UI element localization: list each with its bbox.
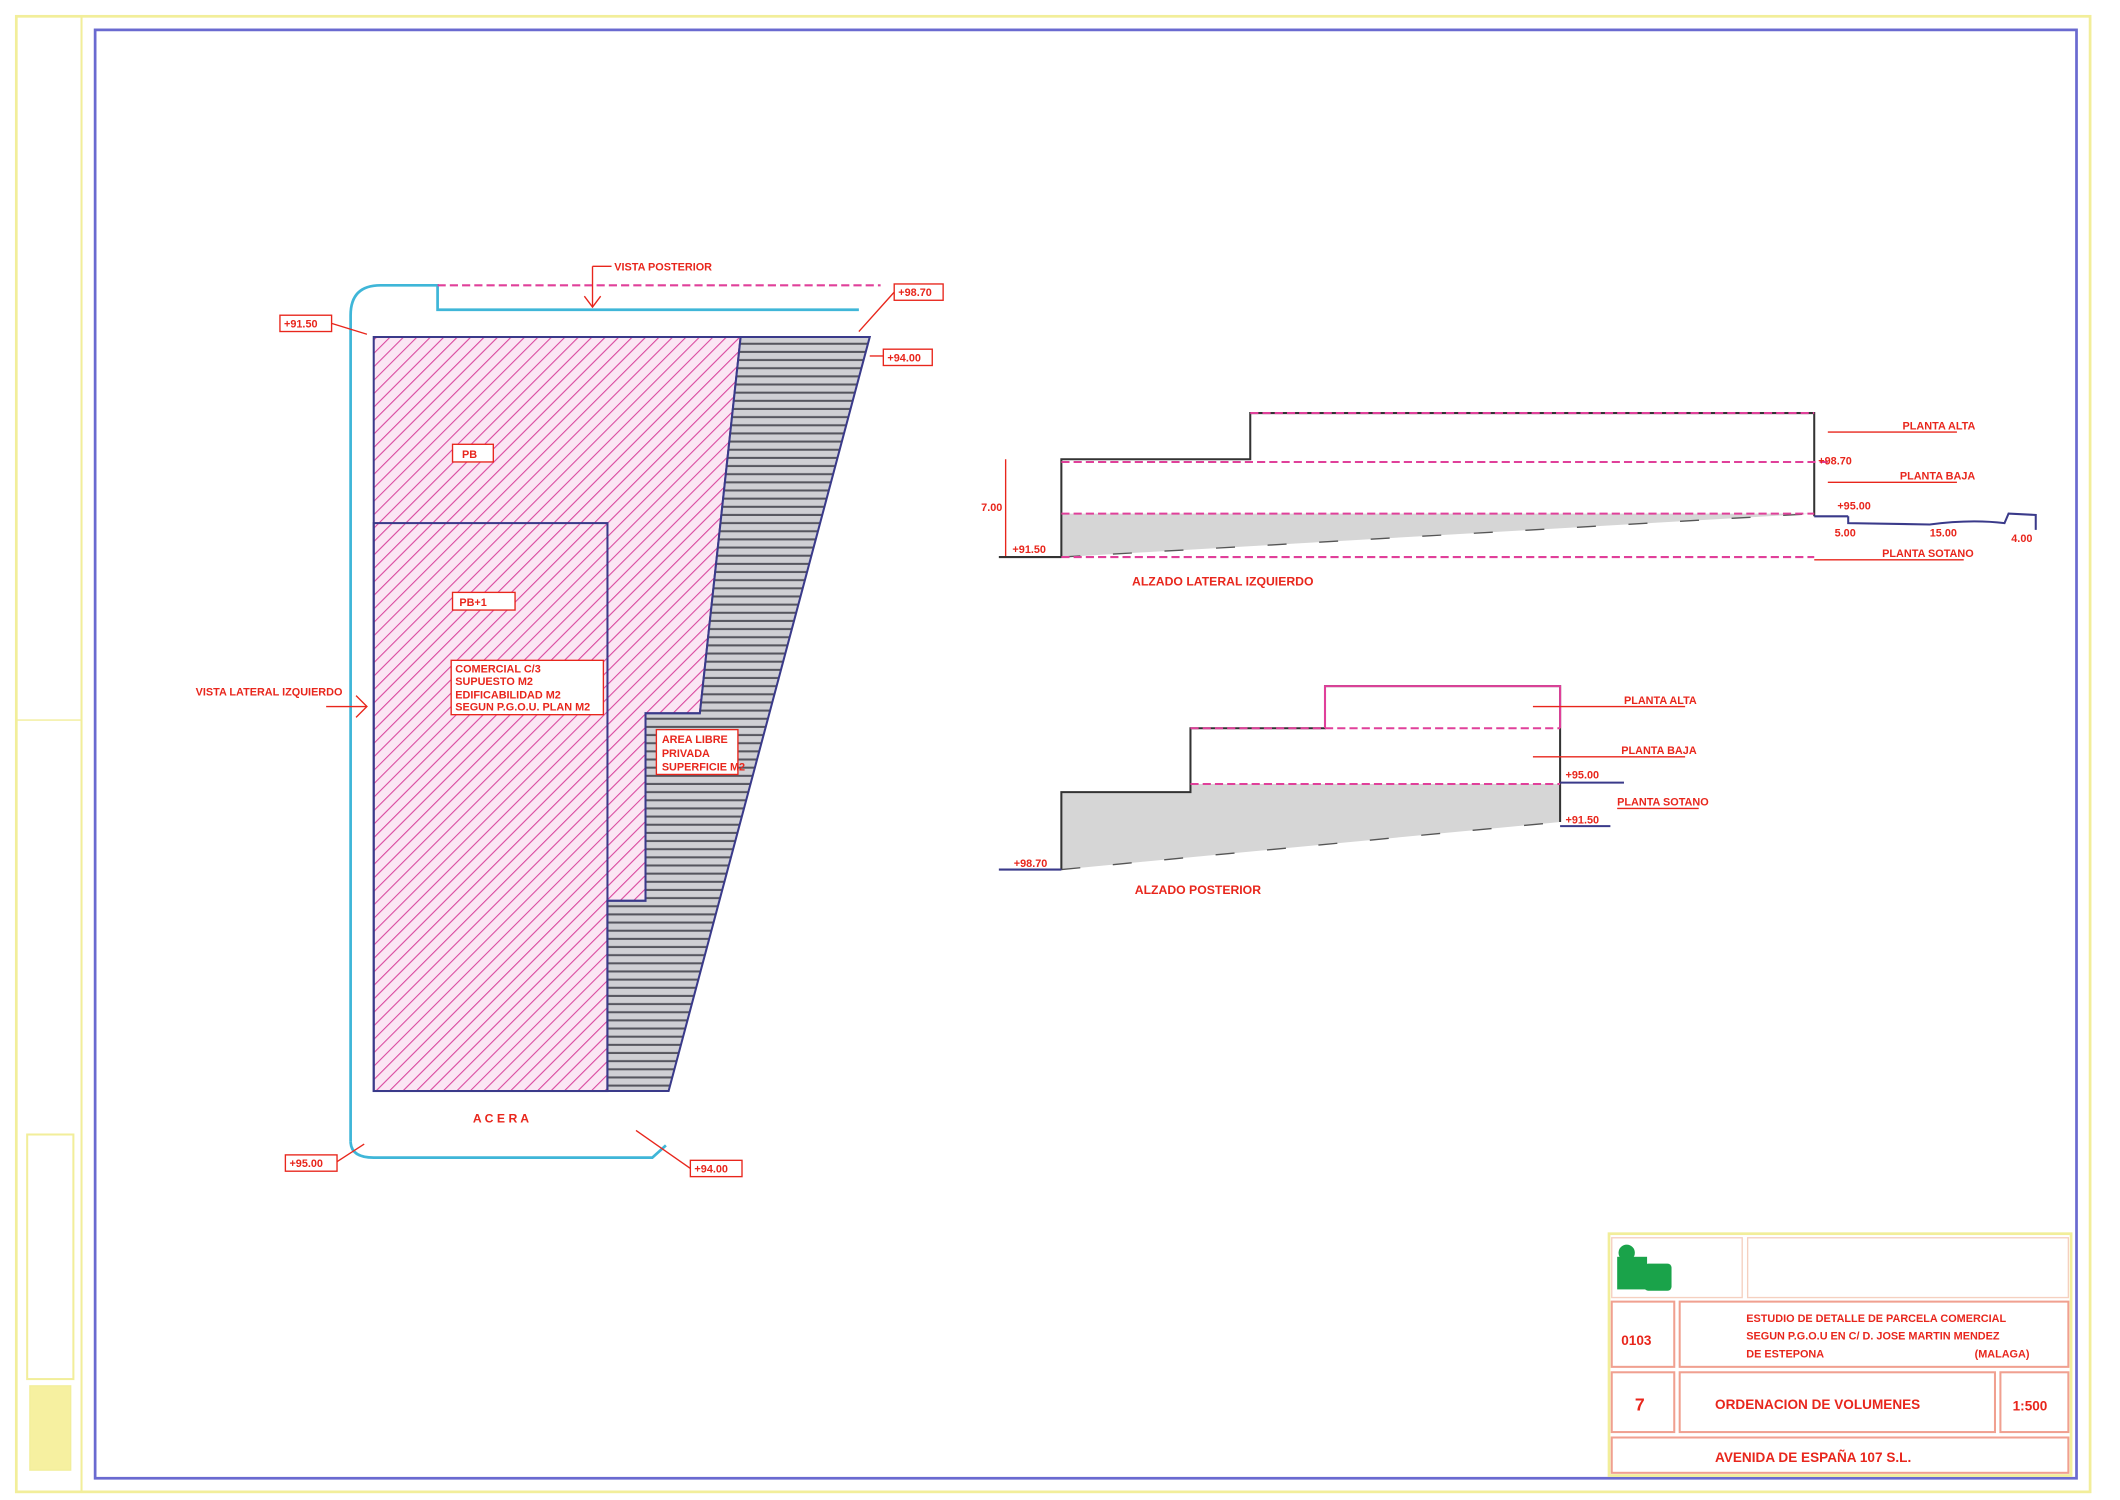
title-block: 0103 ESTUDIO DE DETALLE DE PARCELA COMER… — [1607, 1232, 2073, 1477]
planta-alta-label: PLANTA ALTA — [1624, 695, 1697, 707]
comercial-label: EDIFICABILIDAD M2 — [455, 689, 561, 701]
dimension-label: 4.00 — [2011, 533, 2032, 545]
area-libre-label: SUPERFICIE M2 — [662, 761, 745, 773]
sheet-title: ORDENACION DE VOLUMENES — [1715, 1397, 1920, 1412]
elevation-caption: ALZADO LATERAL IZQUIERDO — [1132, 575, 1313, 589]
scale-label: 1:500 — [2013, 1398, 2048, 1413]
project-title-line: ESTUDIO DE DETALLE DE PARCELA COMERCIAL — [1746, 1313, 2006, 1325]
project-title-line: DE ESTEPONA — [1746, 1348, 1824, 1360]
planta-baja-label: PLANTA BAJA — [1621, 745, 1697, 757]
parcel-boundary — [349, 283, 859, 1142]
comercial-label: SUPUESTO M2 — [455, 676, 533, 688]
planta-alta-label: PLANTA ALTA — [1903, 420, 1976, 432]
zone-pb1-label: PB+1 — [459, 597, 486, 609]
level-label: +95.00 — [1566, 770, 1600, 782]
level-label: +98.70 — [898, 287, 932, 299]
dimension-label: 15.00 — [1930, 528, 1957, 540]
vista-lateral-label: VISTA LATERAL IZQUIERDO — [196, 687, 343, 699]
site-plan: VISTA POSTERIOR +91.50 +98.70 +94.00 PB … — [196, 261, 944, 1178]
level-label: +94.00 — [694, 1164, 728, 1176]
area-libre-label: AREA LIBRE — [662, 734, 728, 746]
level-label: +95.00 — [1837, 501, 1871, 513]
level-label: +95.00 — [289, 1158, 323, 1170]
sheet-frame — [14, 14, 2092, 1494]
level-label: +94.00 — [887, 352, 921, 364]
comercial-label: SEGUN P.G.O.U. PLAN M2 — [455, 702, 590, 714]
dimension-label: 5.00 — [1835, 528, 1856, 540]
level-label: +98.70 — [1014, 858, 1048, 870]
zone-pb-label: PB — [462, 449, 477, 461]
elevation-caption: ALZADO POSTERIOR — [1135, 883, 1261, 897]
height-dimension: 7.00 — [981, 502, 1002, 514]
level-label: +91.50 — [1566, 814, 1600, 826]
free-area — [606, 335, 872, 1093]
planta-baja-label: PLANTA BAJA — [1900, 471, 1976, 483]
sheet-number: 7 — [1635, 1394, 1645, 1414]
elevation-lateral: 7.00 +91.50 PLANTA ALTA +98.70 PLANTA BA… — [981, 412, 2037, 589]
level-label: +98.70 — [1818, 456, 1852, 468]
project-title-line: SEGUN P.G.O.U EN C/ D. JOSE MARTIN MENDE… — [1746, 1331, 2000, 1343]
level-label: +91.50 — [284, 318, 318, 330]
project-location: (MALAGA) — [1975, 1348, 2030, 1360]
plan-number: 0103 — [1621, 1333, 1652, 1348]
elevation-posterior: +98.70 PLANTA ALTA PLANTA BAJA +95.00 PL… — [998, 685, 1709, 897]
level-label: +91.50 — [1012, 544, 1046, 556]
comercial-label: COMERCIAL C/3 — [455, 664, 540, 676]
planta-sotano-label: PLANTA SOTANO — [1617, 797, 1709, 809]
planta-sotano-label: PLANTA SOTANO — [1882, 548, 1974, 560]
vista-posterior-label: VISTA POSTERIOR — [614, 261, 712, 273]
area-libre-label: PRIVADA — [662, 748, 710, 760]
building-footprint-pb1 — [372, 522, 609, 1093]
acera-label: A C E R A — [473, 1111, 529, 1125]
company-logo — [1617, 1244, 1672, 1291]
client-name: AVENIDA DE ESPAÑA 107 S.L. — [1715, 1450, 1911, 1465]
